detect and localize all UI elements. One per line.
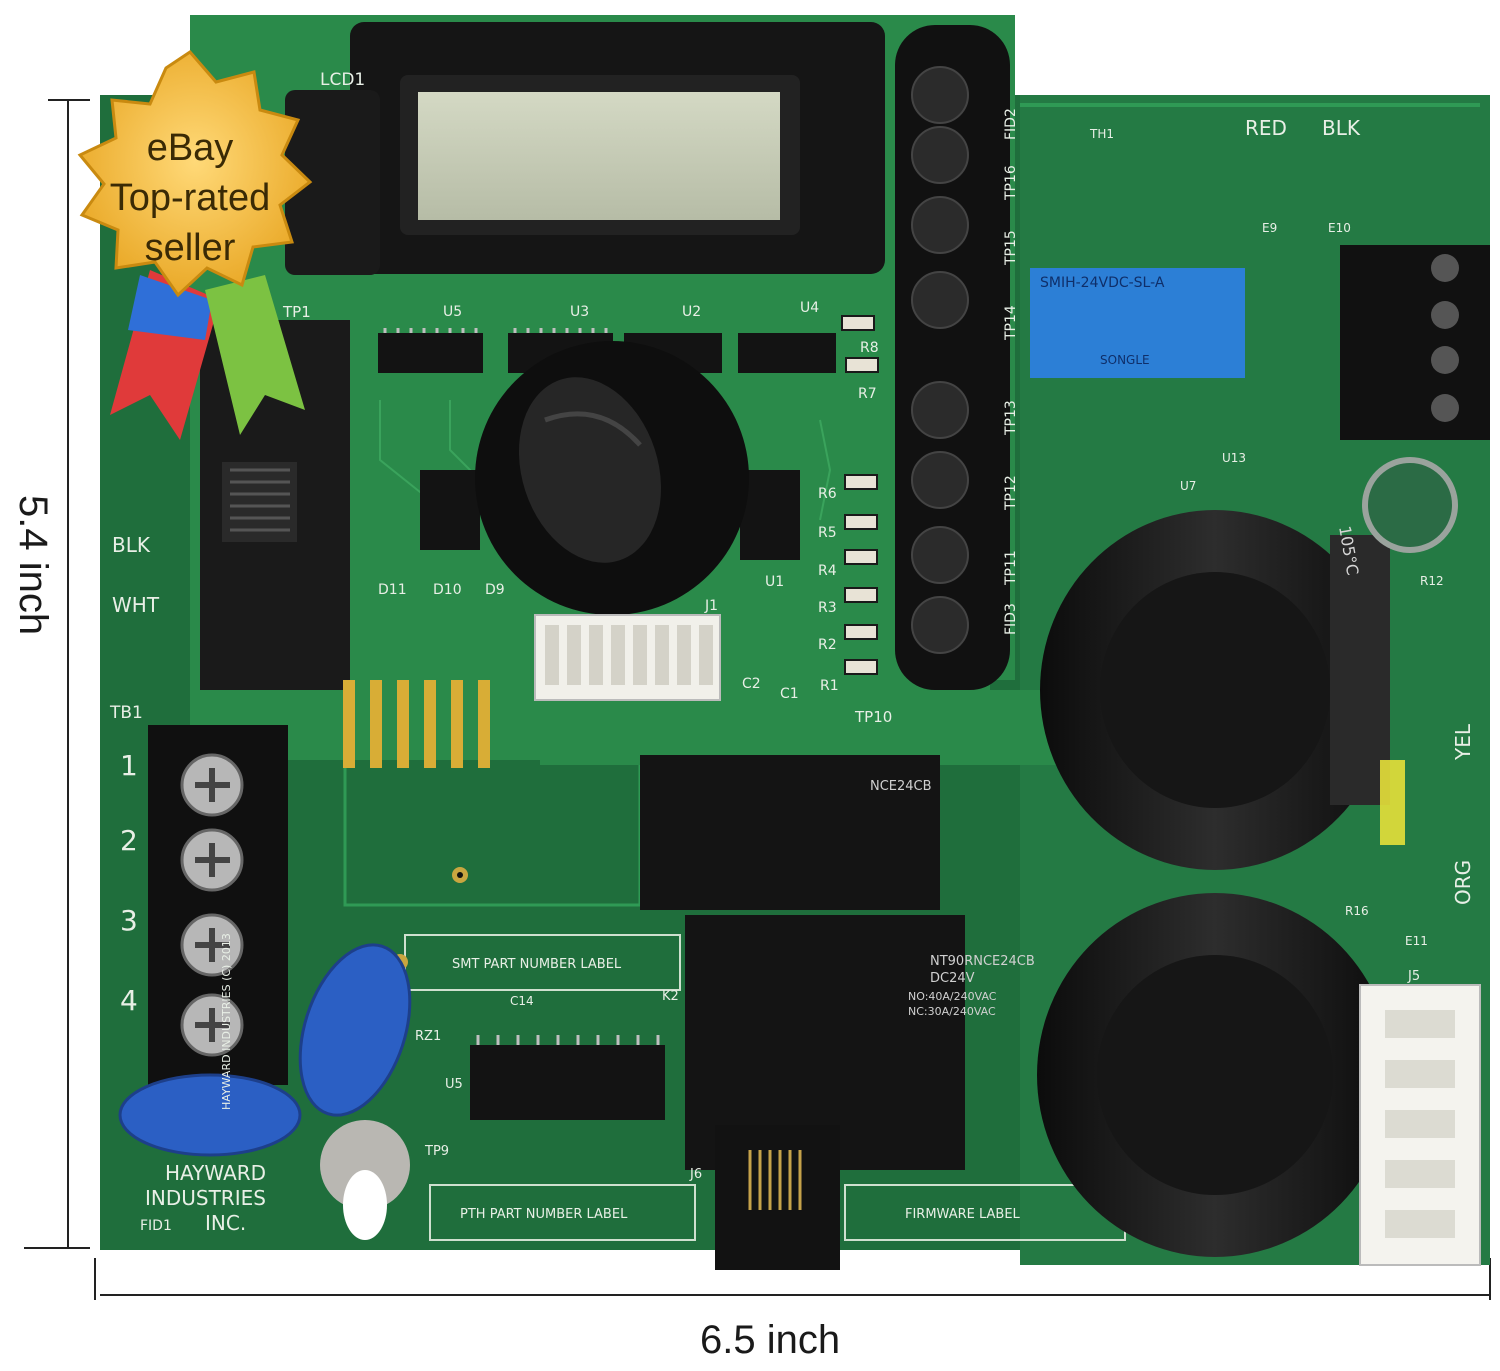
svg-text:LCD1: LCD1 <box>320 70 365 90</box>
edge-fingers <box>343 680 490 768</box>
svg-text:J5: J5 <box>1407 969 1420 984</box>
svg-text:NC:30A/240VAC: NC:30A/240VAC <box>908 1005 996 1018</box>
svg-text:R12: R12 <box>1420 574 1444 588</box>
connector-j5 <box>1359 984 1481 1266</box>
width-dimension-label: 6.5 inch <box>700 1318 841 1362</box>
mounting-hole <box>320 1120 410 1240</box>
svg-text:NCE24CB: NCE24CB <box>870 779 932 794</box>
svg-text:TP1: TP1 <box>282 303 311 321</box>
svg-text:J1: J1 <box>704 598 718 614</box>
svg-text:FID3: FID3 <box>1003 603 1019 635</box>
svg-text:E9: E9 <box>1262 221 1277 235</box>
svg-text:C14: C14 <box>510 994 534 1008</box>
svg-text:TP10: TP10 <box>854 708 892 726</box>
svg-text:R3: R3 <box>818 600 837 616</box>
svg-text:D11: D11 <box>378 582 407 598</box>
capacitors <box>1037 457 1458 1257</box>
rj-connector-j6 <box>715 1125 840 1270</box>
svg-text:E10: E10 <box>1328 221 1351 235</box>
svg-text:R4: R4 <box>818 563 837 579</box>
svg-text:C2: C2 <box>742 676 761 692</box>
svg-text:3: 3 <box>120 904 138 937</box>
svg-text:TP11: TP11 <box>1003 550 1019 586</box>
svg-text:U13: U13 <box>1222 451 1246 465</box>
svg-text:SONGLE: SONGLE <box>1100 353 1150 367</box>
badge-line-seller: seller <box>144 227 236 269</box>
svg-text:R1: R1 <box>820 678 839 694</box>
svg-text:U5: U5 <box>443 304 462 320</box>
svg-text:TP16: TP16 <box>1003 165 1019 201</box>
svg-text:FID1: FID1 <box>140 1218 172 1234</box>
relays <box>640 245 1490 1170</box>
svg-text:TP13: TP13 <box>1003 400 1019 436</box>
svg-text:C1: C1 <box>780 686 799 702</box>
svg-text:R5: R5 <box>818 525 837 541</box>
svg-text:U1: U1 <box>765 574 784 590</box>
svg-text:U2: U2 <box>682 304 701 320</box>
svg-text:ORG: ORG <box>1451 860 1475 905</box>
svg-text:1: 1 <box>120 749 138 782</box>
svg-text:E11: E11 <box>1405 934 1428 948</box>
fuse <box>1380 760 1405 845</box>
svg-text:D9: D9 <box>485 582 505 598</box>
height-dimension-label: 5.4 inch <box>11 495 55 636</box>
badge-line-ebay: eBay <box>146 127 234 169</box>
svg-text:FID2: FID2 <box>1003 108 1019 140</box>
rotary-knob <box>475 341 749 615</box>
pin-header <box>895 25 1010 690</box>
svg-text:INC.: INC. <box>205 1211 246 1235</box>
svg-text:HAYWARD INDUSTRIES (C) 2013: HAYWARD INDUSTRIES (C) 2013 <box>220 933 233 1110</box>
svg-text:RZ1: RZ1 <box>415 1029 441 1044</box>
svg-text:BLK: BLK <box>112 533 151 557</box>
svg-text:TP14: TP14 <box>1003 305 1019 341</box>
svg-text:SMIH-24VDC-SL-A: SMIH-24VDC-SL-A <box>1040 275 1165 291</box>
svg-text:TB1: TB1 <box>109 703 143 723</box>
svg-text:NT90RNCE24CB: NT90RNCE24CB <box>930 954 1035 969</box>
svg-text:K2: K2 <box>662 989 679 1004</box>
svg-text:U4: U4 <box>800 300 819 316</box>
svg-text:J6: J6 <box>689 1167 702 1182</box>
svg-text:YEL: YEL <box>1451 723 1475 761</box>
svg-text:INDUSTRIES: INDUSTRIES <box>145 1186 266 1210</box>
svg-text:WHT: WHT <box>112 593 160 617</box>
badge-line-top-rated: Top-rated <box>109 177 271 219</box>
varistors <box>118 943 412 1157</box>
svg-text:R7: R7 <box>858 386 877 402</box>
svg-text:D10: D10 <box>433 582 462 598</box>
svg-text:TH1: TH1 <box>1089 127 1114 141</box>
svg-text:U7: U7 <box>1180 479 1196 493</box>
resistors <box>841 315 879 675</box>
svg-text:R16: R16 <box>1345 904 1369 918</box>
lcd-display <box>285 22 885 275</box>
svg-text:TP12: TP12 <box>1003 475 1019 511</box>
terminal-block-tb1 <box>148 725 288 1085</box>
svg-text:U3: U3 <box>570 304 589 320</box>
svg-text:R6: R6 <box>818 486 837 502</box>
svg-text:BLK: BLK <box>1322 116 1361 140</box>
svg-text:PTH PART NUMBER LABEL: PTH PART NUMBER LABEL <box>460 1207 628 1222</box>
connector-j1 <box>534 614 721 701</box>
svg-text:RED: RED <box>1245 116 1287 140</box>
svg-text:U5: U5 <box>445 1077 463 1092</box>
svg-text:TP9: TP9 <box>424 1144 449 1159</box>
svg-text:SMT PART NUMBER LABEL: SMT PART NUMBER LABEL <box>452 957 622 972</box>
svg-text:4: 4 <box>120 984 138 1017</box>
svg-text:TP15: TP15 <box>1003 230 1019 266</box>
svg-text:FIRMWARE LABEL: FIRMWARE LABEL <box>905 1207 1021 1222</box>
svg-text:NO:40A/240VAC: NO:40A/240VAC <box>908 990 997 1003</box>
svg-text:R2: R2 <box>818 637 837 653</box>
svg-text:2: 2 <box>120 824 138 857</box>
silkscreen-text: LCD1 TP1 U5 U3 U2 U4 R8 R7 R6 R5 R4 R3 R… <box>109 70 1475 1235</box>
top-rated-badge <box>77 50 313 440</box>
svg-text:R8: R8 <box>860 340 879 356</box>
svg-text:DC24V: DC24V <box>930 971 975 986</box>
svg-text:HAYWARD: HAYWARD <box>165 1161 266 1185</box>
